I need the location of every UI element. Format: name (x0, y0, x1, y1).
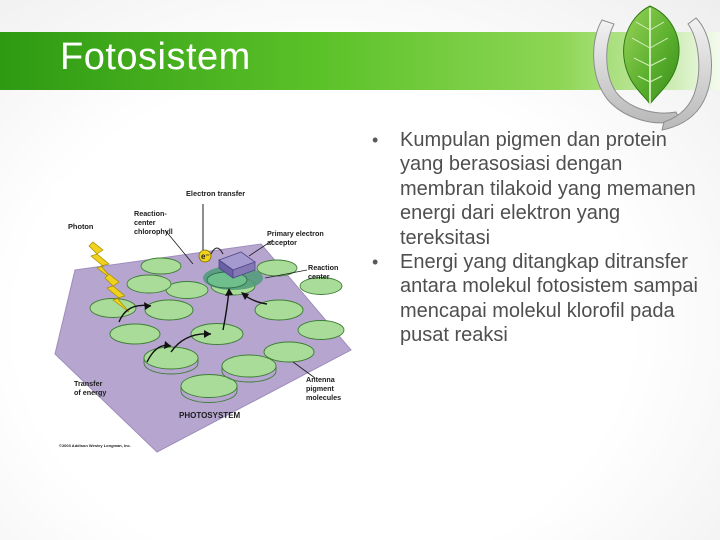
label-antenna-pigment-3: molecules (306, 393, 341, 402)
electron-symbol: e⁻ (201, 252, 210, 261)
photosystem-diagram: e⁻ El (53, 182, 355, 454)
bullet-text: Kumpulan pigmen dan protein yang berasos… (400, 129, 696, 249)
copyright-text: ©2003 Addison Wesley Longman, Inc. (59, 443, 131, 448)
label-reaction-center-1: Reaction (308, 263, 338, 272)
label-photon: Photon (68, 222, 94, 231)
bullet-item: • Energi yang ditangkap ditransfer antar… (372, 250, 712, 348)
label-electron-transfer: Electron transfer (186, 189, 245, 198)
bullet-dot: • (372, 130, 379, 150)
reaction-center (203, 251, 263, 290)
label-antenna-pigment-1: Antenna (306, 375, 336, 384)
label-reaction-center-chlorophyll-3: chlorophyll (134, 227, 173, 236)
electron-icon (198, 249, 212, 263)
label-antenna-pigment-2: pigment (306, 384, 335, 393)
bullet-list: • Kumpulan pigmen dan protein yang beras… (372, 128, 712, 348)
slide-title: Fotosistem (60, 36, 251, 78)
label-primary-electron-acceptor-1: Primary electron (267, 229, 324, 238)
label-transfer-of-energy-1: Transfer (74, 379, 103, 388)
thylakoid-membrane (54, 243, 352, 453)
label-reaction-center-chlorophyll-1: Reaction- (134, 209, 167, 218)
bullet-text: Energi yang ditangkap ditransfer antara … (400, 251, 698, 347)
label-primary-electron-acceptor-2: acceptor (267, 238, 297, 247)
bullet-item: • Kumpulan pigmen dan protein yang beras… (372, 128, 712, 250)
hands-holding-leaf-icon (584, 0, 720, 136)
label-photosystem: PHOTOSYSTEM (179, 411, 241, 420)
label-reaction-center-2: center (308, 272, 330, 281)
label-transfer-of-energy-2: of energy (74, 388, 106, 397)
bullet-dot: • (372, 252, 379, 273)
photon-icon (88, 241, 130, 313)
label-reaction-center-chlorophyll-2: center (134, 218, 156, 227)
